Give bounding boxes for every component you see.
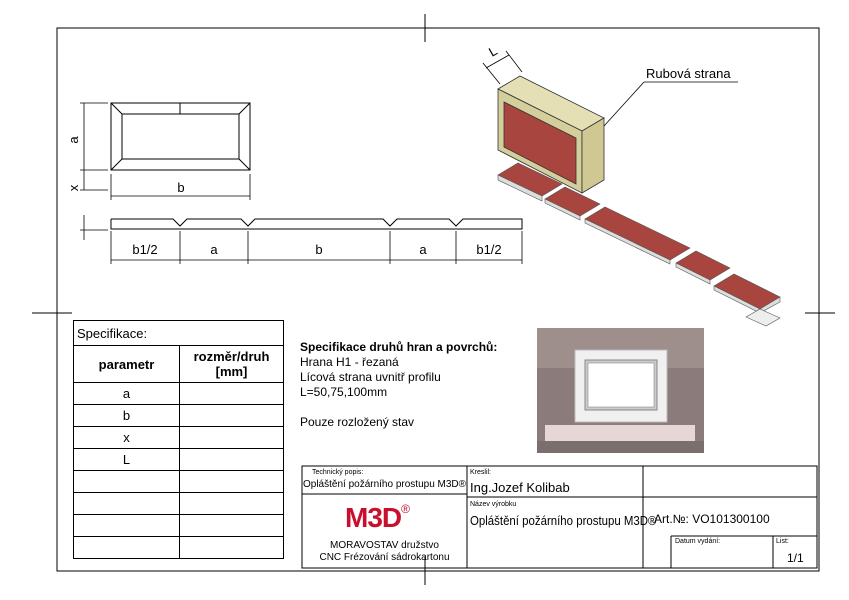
value-cell[interactable] — [179, 382, 284, 405]
value-cell[interactable] — [179, 536, 284, 559]
table-row — [73, 492, 284, 515]
tech-value: Opláštění požárního prostupu M3D® — [303, 479, 467, 490]
spec-table: Specifikace: parametr rozměr/druh [mm] a… — [73, 320, 284, 559]
table-row: L — [73, 448, 284, 471]
value-cell[interactable] — [179, 426, 284, 449]
callout-label: Rubová strana — [646, 66, 731, 81]
dim-x-label: x — [66, 184, 81, 191]
table-row — [73, 514, 284, 537]
param-cell — [73, 492, 180, 515]
unfolded-strip — [110, 218, 523, 230]
notes-line: L=50,75,100mm — [300, 385, 388, 399]
unfold-label-4: a — [419, 242, 427, 257]
value-cell[interactable] — [179, 470, 284, 493]
param-cell: b — [73, 404, 180, 427]
product-photo — [537, 328, 704, 453]
sheet-frame — [56, 27, 820, 572]
unfold-label-3: b — [315, 242, 322, 257]
table-row: b — [73, 404, 284, 427]
drawn-value: Ing.Jozef Kolibab — [470, 480, 570, 495]
value-cell[interactable] — [179, 514, 284, 537]
table-row: x — [73, 426, 284, 449]
table-row — [73, 470, 284, 493]
date-label: Datum vydání: — [675, 538, 721, 545]
value-cell[interactable] — [179, 492, 284, 515]
logo-text: M3D — [345, 502, 402, 533]
sheet-value: 1/1 — [787, 551, 804, 565]
unfold-label-1: b1/2 — [132, 242, 157, 257]
param-cell: L — [73, 448, 180, 471]
notes-line: Pouze rozložený stav — [300, 415, 415, 429]
strip-3d — [497, 162, 781, 327]
unfold-label-2: a — [210, 242, 218, 257]
table-row — [73, 536, 284, 559]
spec-title: Specifikace: — [73, 320, 284, 346]
param-cell — [73, 514, 180, 537]
param-cell: x — [73, 426, 180, 449]
logo-reg: ® — [401, 502, 410, 516]
tech-label: Technický popis: — [312, 469, 364, 476]
sheet-label: List: — [776, 538, 789, 545]
dim-L-label: L — [486, 43, 500, 60]
notes-heading: Specifikace druhů hran a povrchů: — [300, 340, 498, 354]
front-view — [110, 102, 251, 171]
notes-line: Hrana H1 - řezaná — [300, 355, 399, 369]
dim-b-label: b — [177, 180, 184, 195]
param-cell: a — [73, 382, 180, 405]
col-size: rozměr/druh [mm] — [179, 345, 284, 383]
box-3d — [497, 75, 605, 194]
company-desc: CNC Frézování sádrokartonu — [319, 552, 450, 563]
m3d-logo: M3D® — [345, 502, 410, 534]
table-row: a — [73, 382, 284, 405]
col-param: parametr — [73, 345, 180, 383]
name-label: Název výrobku — [470, 501, 517, 508]
param-cell — [73, 470, 180, 493]
company-name: MORAVOSTAV družstvo — [330, 540, 439, 551]
name-value: Opláštění požárního prostupu M3D® — [470, 513, 657, 528]
value-cell[interactable] — [179, 448, 284, 471]
param-cell — [73, 536, 180, 559]
edge-spec-notes: Specifikace druhů hran a povrchů: Hrana … — [300, 340, 497, 430]
drawn-label: Kreslil: — [470, 469, 492, 476]
notes-line: Lícová strana uvnitř profilu — [300, 370, 441, 384]
value-cell[interactable] — [179, 404, 284, 427]
art-value: Art.№: VO101300100 — [654, 512, 770, 526]
unfold-label-5: b1/2 — [476, 242, 501, 257]
dim-a-label: a — [66, 136, 81, 144]
